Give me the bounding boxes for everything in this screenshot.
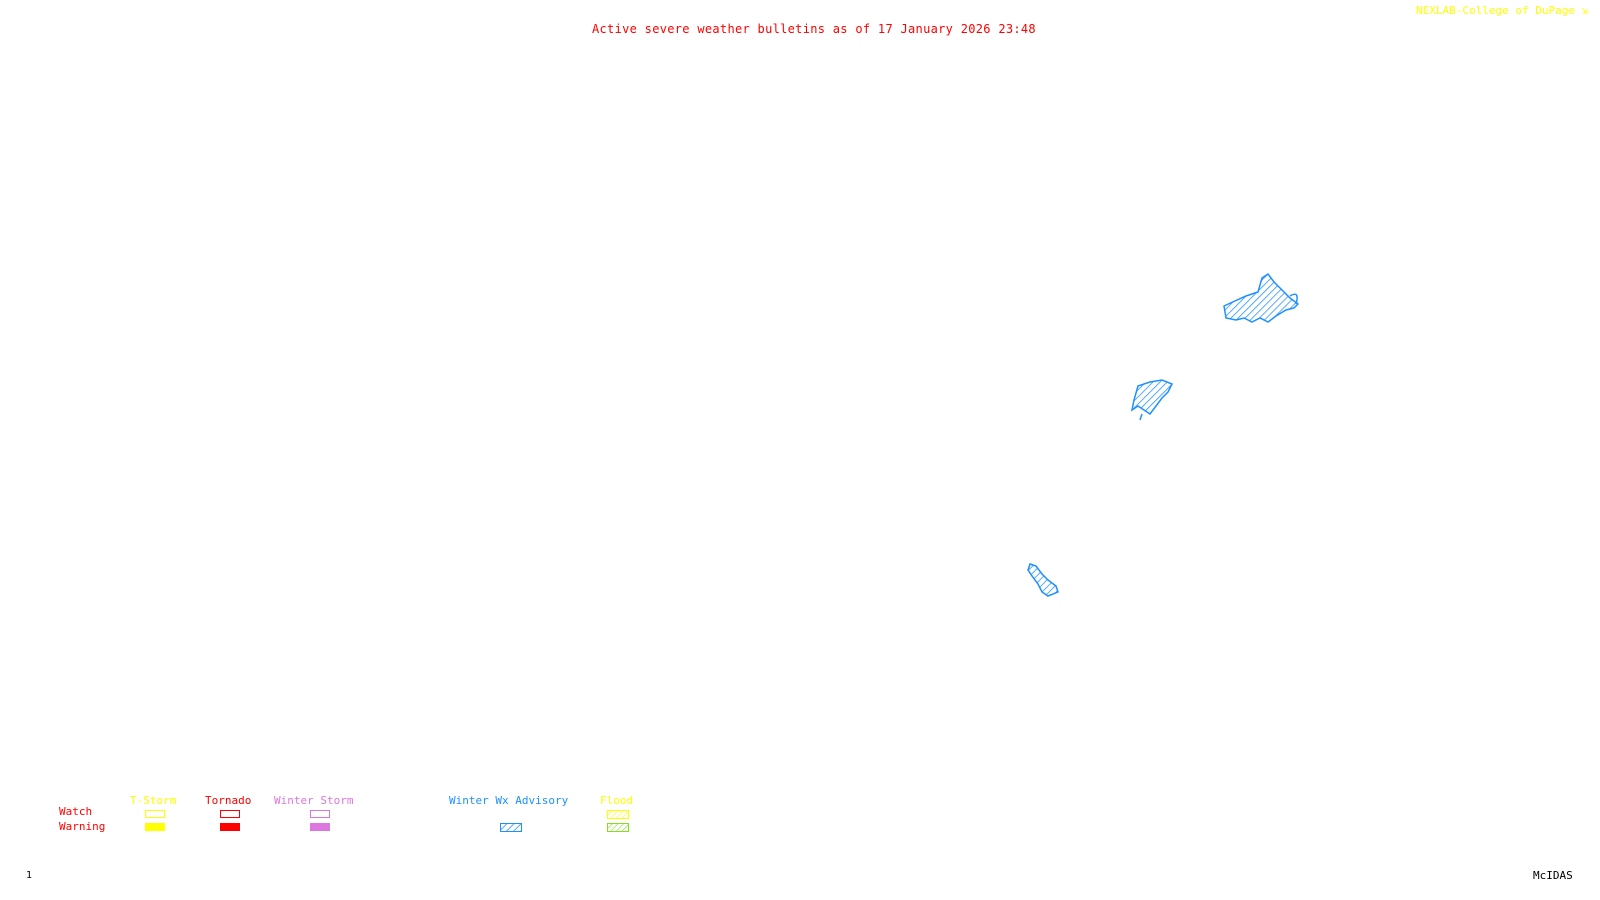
legend-tornado-watch-swatch bbox=[220, 810, 240, 818]
legend-flood-label: Flood bbox=[600, 794, 634, 807]
legend-flood-watch-swatch bbox=[607, 810, 629, 819]
legend-row-watch: Watch bbox=[59, 805, 93, 818]
credit-label: NEXLAB-College of DuPage ⇲ bbox=[1416, 4, 1588, 17]
nexlab-logo-icon: ⇲ bbox=[1581, 4, 1589, 17]
frame-number: 1 bbox=[26, 870, 33, 881]
bulletin-title: Active severe weather bulletins as of 17… bbox=[592, 22, 1036, 36]
legend-winter-storm-label: Winter Storm bbox=[274, 794, 354, 807]
legend-row-warning: Warning bbox=[59, 820, 106, 833]
legend-tornado-warning-swatch bbox=[220, 823, 240, 831]
legend-winter-advisory-label: Winter Wx Advisory bbox=[449, 794, 569, 807]
advisory-area-appalachians[interactable] bbox=[1027, 563, 1059, 597]
mcidas-label: McIDAS bbox=[1533, 869, 1573, 882]
legend-tstorm-watch-swatch bbox=[145, 810, 165, 818]
legend-flood-warning-swatch bbox=[607, 823, 629, 832]
credit-text: NEXLAB-College of DuPage bbox=[1416, 4, 1575, 17]
advisory-area-hudson[interactable] bbox=[1130, 379, 1174, 421]
legend-winter-storm-watch-swatch bbox=[310, 810, 330, 818]
advisory-area-new-england[interactable] bbox=[1223, 272, 1300, 323]
legend-winter-advisory-warning-swatch bbox=[500, 823, 522, 832]
legend-tstorm-label: T-Storm bbox=[130, 794, 177, 807]
legend-winter-storm-warning-swatch bbox=[310, 823, 330, 831]
legend-tornado-label: Tornado bbox=[205, 794, 252, 807]
legend-tstorm-warning-swatch bbox=[145, 823, 165, 831]
